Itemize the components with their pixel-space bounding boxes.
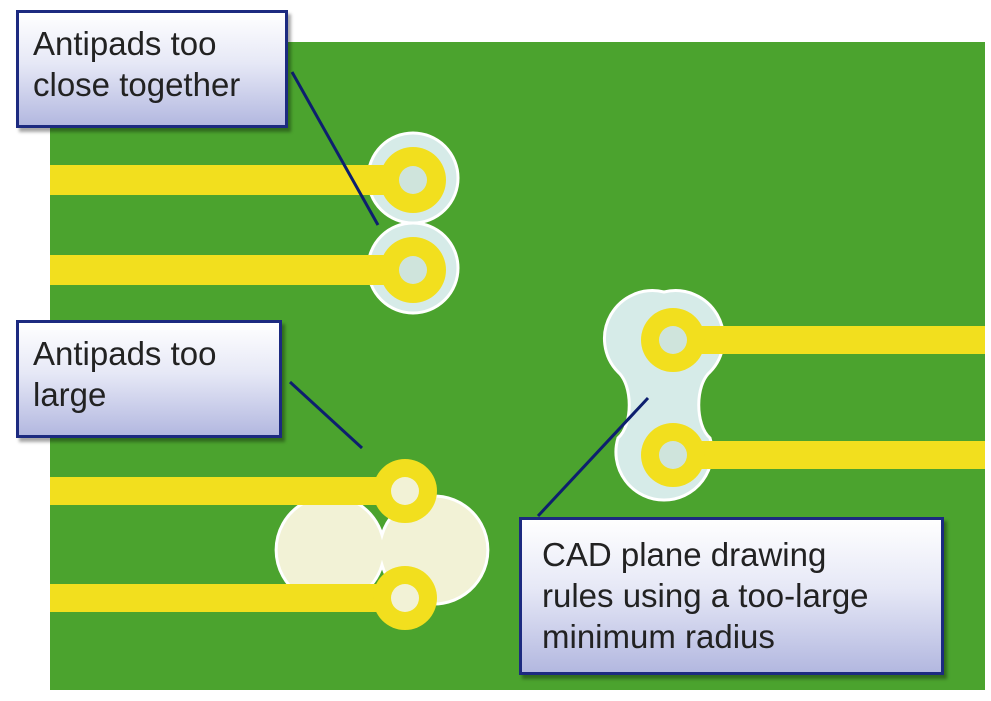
- leader-line-cad: [536, 396, 650, 518]
- via-hole-3: [391, 477, 419, 505]
- leader-line-large: [288, 380, 364, 450]
- trace-3: [50, 477, 405, 505]
- trace-5: [673, 326, 985, 354]
- via-hole-5: [659, 326, 687, 354]
- trace-2: [50, 255, 413, 285]
- trace-6: [673, 441, 985, 469]
- via-hole-4: [391, 584, 419, 612]
- leader-line-close: [290, 71, 380, 226]
- via-group-too-large: [50, 459, 490, 630]
- via-hole-1: [399, 166, 427, 194]
- via-group-cad-rules: [603, 289, 985, 502]
- callout-antipads-too-close: Antipads too close together: [16, 10, 288, 128]
- callout-cad-plane-rules: CAD plane drawing rules using a too-larg…: [519, 517, 944, 675]
- callout-antipads-too-large: Antipads too large: [16, 320, 282, 438]
- via-hole-2: [399, 256, 427, 284]
- via-hole-6: [659, 441, 687, 469]
- via-group-close-together: [50, 131, 460, 315]
- trace-4: [50, 584, 405, 612]
